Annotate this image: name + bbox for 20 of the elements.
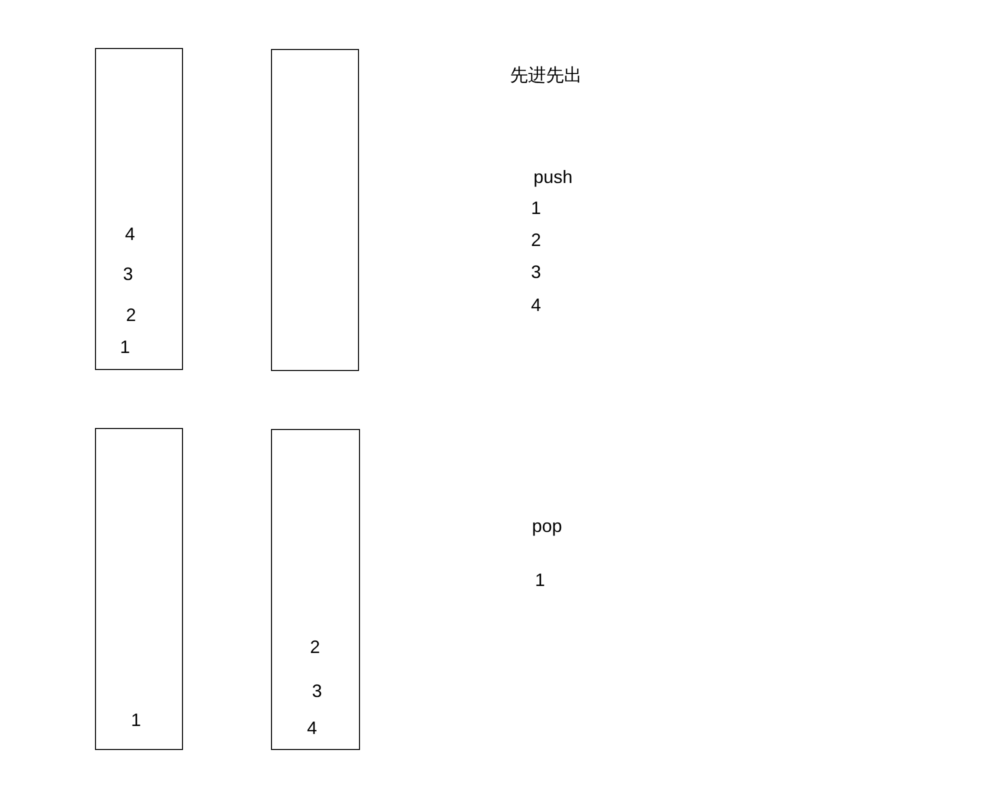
stack-item: 3 — [123, 265, 133, 283]
stack-item: 2 — [126, 306, 136, 324]
note-text: 3 — [531, 263, 541, 281]
stack-item: 4 — [307, 719, 317, 737]
note-text: 1 — [535, 571, 545, 589]
note-text: pop — [532, 517, 562, 535]
note-text: 4 — [531, 296, 541, 314]
note-text: push — [533, 168, 573, 186]
stack-item: 1 — [120, 338, 130, 356]
note-text: 先进先出 — [510, 66, 582, 84]
stack-item: 2 — [310, 638, 320, 656]
stack-item: 1 — [131, 711, 141, 729]
stack-item: 4 — [125, 225, 135, 243]
note-text: 2 — [531, 231, 541, 249]
stack-box — [95, 428, 183, 750]
stack-box — [271, 429, 360, 750]
stack-box — [271, 49, 359, 371]
stack-box — [95, 48, 183, 370]
stack-item: 3 — [312, 682, 322, 700]
note-text: 1 — [531, 199, 541, 217]
